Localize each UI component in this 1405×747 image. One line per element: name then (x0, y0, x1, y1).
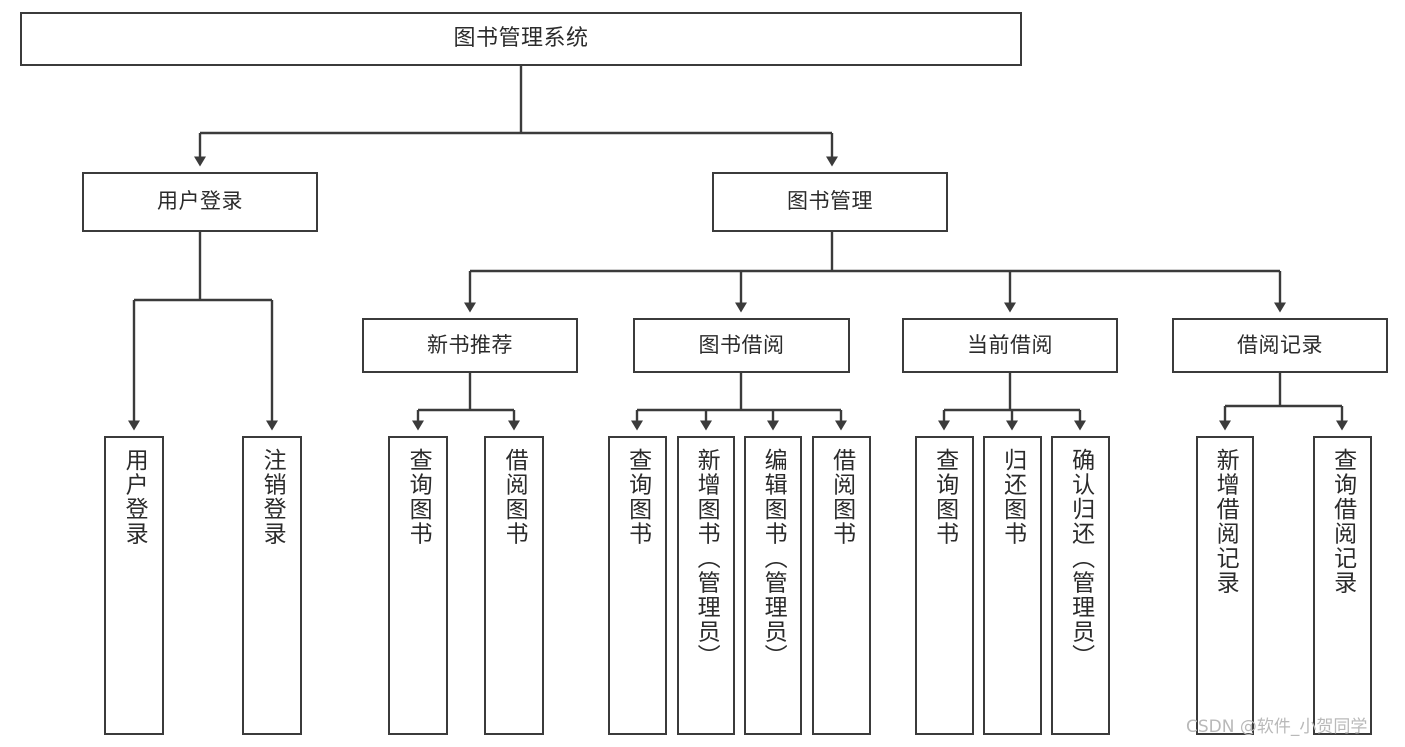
node-leaf-user-logout[interactable]: 注销登录 (242, 436, 302, 735)
node-leaf-borrow-book-2-label: 借阅图书 (828, 448, 855, 546)
node-leaf-borrow-book-2[interactable]: 借阅图书 (812, 436, 871, 735)
node-leaf-query-book-3[interactable]: 查询图书 (915, 436, 974, 735)
node-leaf-user-login[interactable]: 用户登录 (104, 436, 164, 735)
node-leaf-query-book-1-label: 查询图书 (405, 448, 432, 546)
node-new-book-recommend-label: 新书推荐 (427, 332, 513, 357)
node-book-manage-label: 图书管理 (787, 189, 873, 214)
node-leaf-query-record-label: 查询借阅记录 (1329, 448, 1356, 595)
node-user-login[interactable]: 用户登录 (82, 172, 318, 232)
node-new-book-recommend[interactable]: 新书推荐 (362, 318, 578, 373)
node-leaf-user-login-label: 用户登录 (121, 448, 148, 546)
node-leaf-borrow-book-1-label: 借阅图书 (501, 448, 528, 546)
node-leaf-add-book-label: 新增图书（管理员） (693, 448, 720, 669)
node-book-manage[interactable]: 图书管理 (712, 172, 948, 232)
node-root[interactable]: 图书管理系统 (20, 12, 1022, 66)
node-leaf-query-book-1[interactable]: 查询图书 (388, 436, 448, 735)
node-book-borrow[interactable]: 图书借阅 (633, 318, 850, 373)
node-current-borrow-label: 当前借阅 (967, 332, 1053, 357)
node-leaf-confirm-return-label: 确认归还（管理员） (1067, 448, 1094, 669)
node-leaf-confirm-return[interactable]: 确认归还（管理员） (1051, 436, 1110, 735)
node-leaf-add-record-label: 新增借阅记录 (1212, 448, 1239, 595)
node-leaf-borrow-book-1[interactable]: 借阅图书 (484, 436, 544, 735)
node-leaf-add-book[interactable]: 新增图书（管理员） (677, 436, 735, 735)
node-current-borrow[interactable]: 当前借阅 (902, 318, 1118, 373)
node-leaf-edit-book-label: 编辑图书（管理员） (760, 448, 787, 669)
csdn-watermark: CSDN @软件_小贺同学 (1186, 717, 1368, 737)
node-leaf-edit-book[interactable]: 编辑图书（管理员） (744, 436, 802, 735)
node-leaf-query-book-2-label: 查询图书 (624, 448, 651, 546)
node-leaf-return-book-label: 归还图书 (999, 448, 1026, 546)
node-leaf-query-record[interactable]: 查询借阅记录 (1313, 436, 1372, 735)
node-leaf-query-book-2[interactable]: 查询图书 (608, 436, 667, 735)
node-leaf-user-logout-label: 注销登录 (259, 448, 286, 546)
node-leaf-return-book[interactable]: 归还图书 (983, 436, 1042, 735)
node-user-login-label: 用户登录 (157, 189, 243, 214)
node-leaf-add-record[interactable]: 新增借阅记录 (1196, 436, 1254, 735)
node-root-label: 图书管理系统 (453, 25, 589, 51)
node-borrow-record[interactable]: 借阅记录 (1172, 318, 1388, 373)
node-borrow-record-label: 借阅记录 (1237, 332, 1323, 357)
node-book-borrow-label: 图书借阅 (698, 332, 785, 357)
node-leaf-query-book-3-label: 查询图书 (931, 448, 958, 546)
